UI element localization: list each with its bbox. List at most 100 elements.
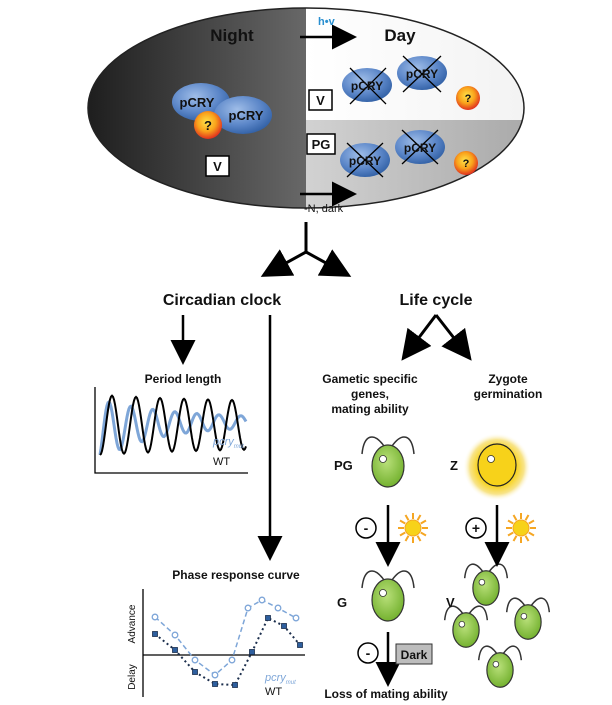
prc-wt-point (265, 615, 271, 621)
prc-mutant-point (258, 596, 266, 604)
g-cell-label: G (337, 595, 347, 610)
chlamydomonas-cell-icon (505, 597, 551, 640)
pcry-mutant-trace (98, 399, 248, 456)
unknown-label-day: ? (465, 93, 472, 105)
gametic-line-2: genes, (351, 387, 389, 401)
flagellum (468, 605, 489, 621)
v-box-day (308, 89, 333, 111)
sun-ray (416, 514, 422, 521)
minus-symbol-label-2: - (366, 645, 371, 661)
cry-protein-icon (214, 96, 272, 134)
flagellum (443, 605, 464, 621)
unknown-factor-icon (194, 111, 222, 139)
v-cell-label: V (446, 595, 455, 610)
eyespot-icon (520, 612, 528, 620)
cross-icon (349, 67, 387, 105)
sun-ray (524, 514, 530, 521)
pg-cell-label: PG (334, 458, 353, 473)
pcry-label-night-1: pCRY (180, 95, 215, 110)
prc-mutant-point (191, 656, 199, 664)
day-label: Day (384, 26, 416, 45)
unknown-label-pg: ? (463, 158, 470, 170)
prc-mutant-point (211, 671, 219, 679)
light-label: h•v (318, 16, 336, 28)
prc-mutant-point (151, 613, 159, 621)
minus-symbol-icon-2 (357, 642, 379, 664)
sun-ray (404, 535, 410, 542)
flagellum (463, 563, 484, 579)
cell-body (514, 604, 542, 640)
cell-body (371, 578, 405, 622)
eyespot-icon (458, 620, 466, 628)
sun-ray (399, 531, 406, 537)
pg-cry-degraded (340, 129, 478, 178)
circadian-clock-heading: Circadian clock (163, 292, 281, 309)
period-mutant-label: pcrymut (212, 436, 244, 450)
minus-symbol-icon (355, 517, 377, 539)
eyespot-icon (492, 660, 500, 668)
chlamydomonas-cell-icon (361, 436, 415, 488)
prc-wt-point (212, 681, 218, 687)
flagellum (391, 570, 415, 589)
eyespot-icon (487, 455, 495, 463)
period-length-plot (94, 387, 248, 474)
cell-body (486, 652, 514, 688)
prc-mutant-point (274, 604, 282, 612)
flagellum (477, 645, 498, 661)
pcry-label-pg-1: pCRY (349, 154, 381, 168)
zygote-line-2: germination (474, 387, 543, 401)
loss-of-mating-label: Loss of mating ability (324, 687, 448, 701)
period-wt-label: WT (213, 456, 230, 468)
prc-mutant-point (244, 604, 252, 612)
gametic-line-3: mating ability (331, 402, 409, 416)
zygote-icon (477, 443, 517, 487)
life-cycle-arrows (401, 314, 472, 361)
flagellum (502, 645, 523, 661)
chlamydomonas-cell-icon (463, 563, 509, 606)
chlamydomonas-cell-icon (443, 605, 489, 648)
sun-ray (528, 519, 535, 525)
cells-layer (361, 436, 551, 688)
branch-connector (260, 222, 352, 277)
z-cell-label: Z (450, 458, 458, 473)
v-label-night: V (213, 159, 222, 174)
cry-protein-icon (397, 56, 447, 90)
pg-label-top: PG (312, 137, 331, 152)
flagellum (391, 436, 415, 455)
pg-box-top (306, 133, 336, 155)
sun-ray (524, 535, 530, 542)
prc-wt-point (152, 631, 158, 637)
v-box-night (205, 155, 230, 177)
plus-symbol-label: + (472, 520, 480, 536)
eyespot-icon (379, 455, 387, 463)
cell-body (371, 444, 405, 488)
cross-icon (402, 55, 442, 93)
sun-ray (420, 531, 427, 537)
prc-mutant-label: pcrymut (264, 672, 296, 686)
sun-ray (507, 519, 514, 525)
prc-wt-curve (154, 616, 301, 687)
cross-icon (346, 142, 384, 178)
sun-icon (506, 513, 536, 543)
prc-plot (142, 589, 305, 697)
minus-symbol-label: - (364, 520, 369, 536)
unknown-factor-icon (454, 151, 478, 175)
v-label-day: V (316, 93, 325, 108)
dark-box (395, 643, 433, 665)
prc-wt-point (281, 623, 287, 629)
prc-mutant-point (171, 631, 179, 639)
life-cycle-heading: Life cycle (400, 292, 473, 309)
flagellum (530, 597, 551, 613)
nitrogen-dark-label: -N, dark (304, 203, 344, 215)
day-cry-degraded (342, 55, 480, 110)
prc-mutant-point (228, 656, 236, 664)
pcry-label-night-2: pCRY (229, 108, 264, 123)
prc-advance-label: Advance (127, 604, 138, 643)
prc-wt-point (297, 642, 303, 648)
flagellum (361, 436, 385, 455)
eyespot-icon (379, 589, 387, 597)
pcry-label-day-2: pCRY (406, 67, 438, 81)
pcry-label-pg-2: pCRY (404, 141, 436, 155)
gametic-line-1: Gametic specific (322, 372, 418, 386)
sun-icon (398, 513, 428, 543)
